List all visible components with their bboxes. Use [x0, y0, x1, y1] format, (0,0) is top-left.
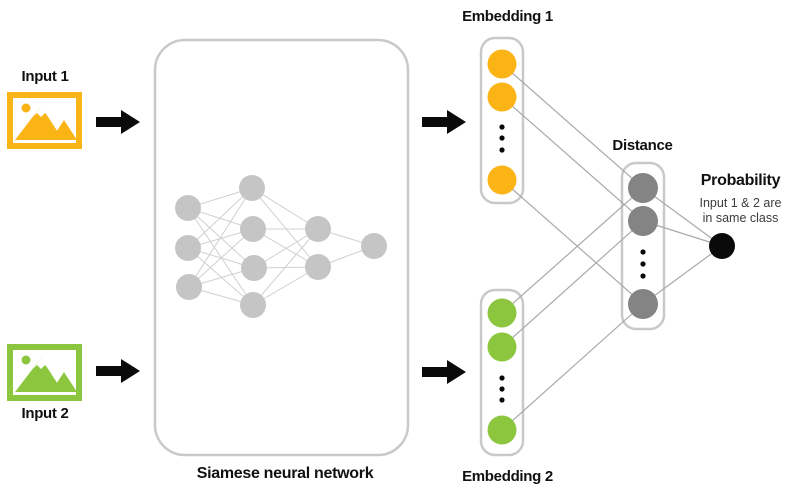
embedding2-ellipsis-dot	[499, 375, 505, 381]
embedding2-node	[487, 332, 517, 362]
inner-network-node	[305, 216, 331, 242]
siamese-network-label: Siamese neural network	[196, 465, 374, 482]
inner-connection-line	[188, 187, 253, 288]
arrow-input2-to-network	[96, 359, 140, 383]
distance-label: Distance	[612, 137, 673, 154]
inner-network-node	[241, 255, 267, 281]
embedding1-node	[487, 165, 517, 195]
embedding2-label: Embedding 2	[462, 468, 553, 485]
inner-network-node	[305, 254, 331, 280]
inner-connection-line	[251, 187, 319, 268]
inner-network-node	[176, 274, 202, 300]
inner-connection-line	[188, 228, 254, 288]
inner-network-node	[240, 216, 266, 242]
connection-line	[501, 63, 644, 189]
embedding1-node	[487, 49, 517, 79]
probability-note-line2: in same class	[702, 211, 779, 225]
inner-network-node	[175, 195, 201, 221]
input1-label: Input 1	[21, 68, 69, 85]
input2-label: Input 2	[21, 405, 69, 422]
distance-node	[628, 173, 658, 203]
connection-line	[501, 179, 644, 305]
embedding1-label: Embedding 1	[462, 8, 553, 25]
connection-line	[501, 303, 644, 431]
embedding2-ellipsis-dot	[499, 397, 505, 403]
distance-node	[628, 289, 658, 319]
distance-ellipsis-dot	[640, 273, 646, 279]
inner-connection-line	[187, 187, 253, 249]
arrow-input1-to-network	[96, 110, 140, 134]
probability-note-line1: Input 1 & 2 are	[699, 196, 782, 210]
embedding1-box	[479, 36, 525, 205]
connection-line	[642, 187, 723, 247]
embedding2-node	[487, 415, 517, 445]
distance-box	[620, 161, 666, 331]
embedding1-ellipsis-dot	[499, 124, 505, 130]
arrow-network-to-embedding1	[422, 110, 466, 134]
siamese-network-box	[153, 38, 410, 457]
inner-network-node	[175, 235, 201, 261]
distance-node	[628, 206, 658, 236]
embedding1-ellipsis-dot	[499, 147, 505, 153]
probability-label: Probability	[700, 172, 781, 189]
inner-connection-line	[187, 247, 254, 306]
connection-line	[501, 187, 644, 314]
input2-image-icon	[7, 344, 82, 401]
inner-network-node	[361, 233, 387, 259]
embedding2-box	[479, 288, 525, 457]
embedding1-ellipsis-dot	[499, 135, 505, 141]
inner-connection-line	[252, 228, 319, 306]
embedding1-node	[487, 82, 517, 112]
embedding2-ellipsis-dot	[499, 386, 505, 392]
probability-note: Input 1 & 2 are in same class	[678, 196, 800, 226]
inner-network-node	[239, 175, 265, 201]
inner-network-node	[240, 292, 266, 318]
distance-ellipsis-dot	[640, 261, 646, 267]
arrow-network-to-embedding2	[422, 360, 466, 384]
inner-connection-line	[187, 207, 254, 306]
connection-line	[501, 220, 644, 348]
distance-ellipsis-dot	[640, 249, 646, 255]
input1-image-icon	[7, 92, 82, 149]
embedding2-node	[487, 298, 517, 328]
probability-node	[709, 233, 735, 259]
connection-line	[642, 245, 723, 305]
connection-line	[501, 96, 644, 222]
